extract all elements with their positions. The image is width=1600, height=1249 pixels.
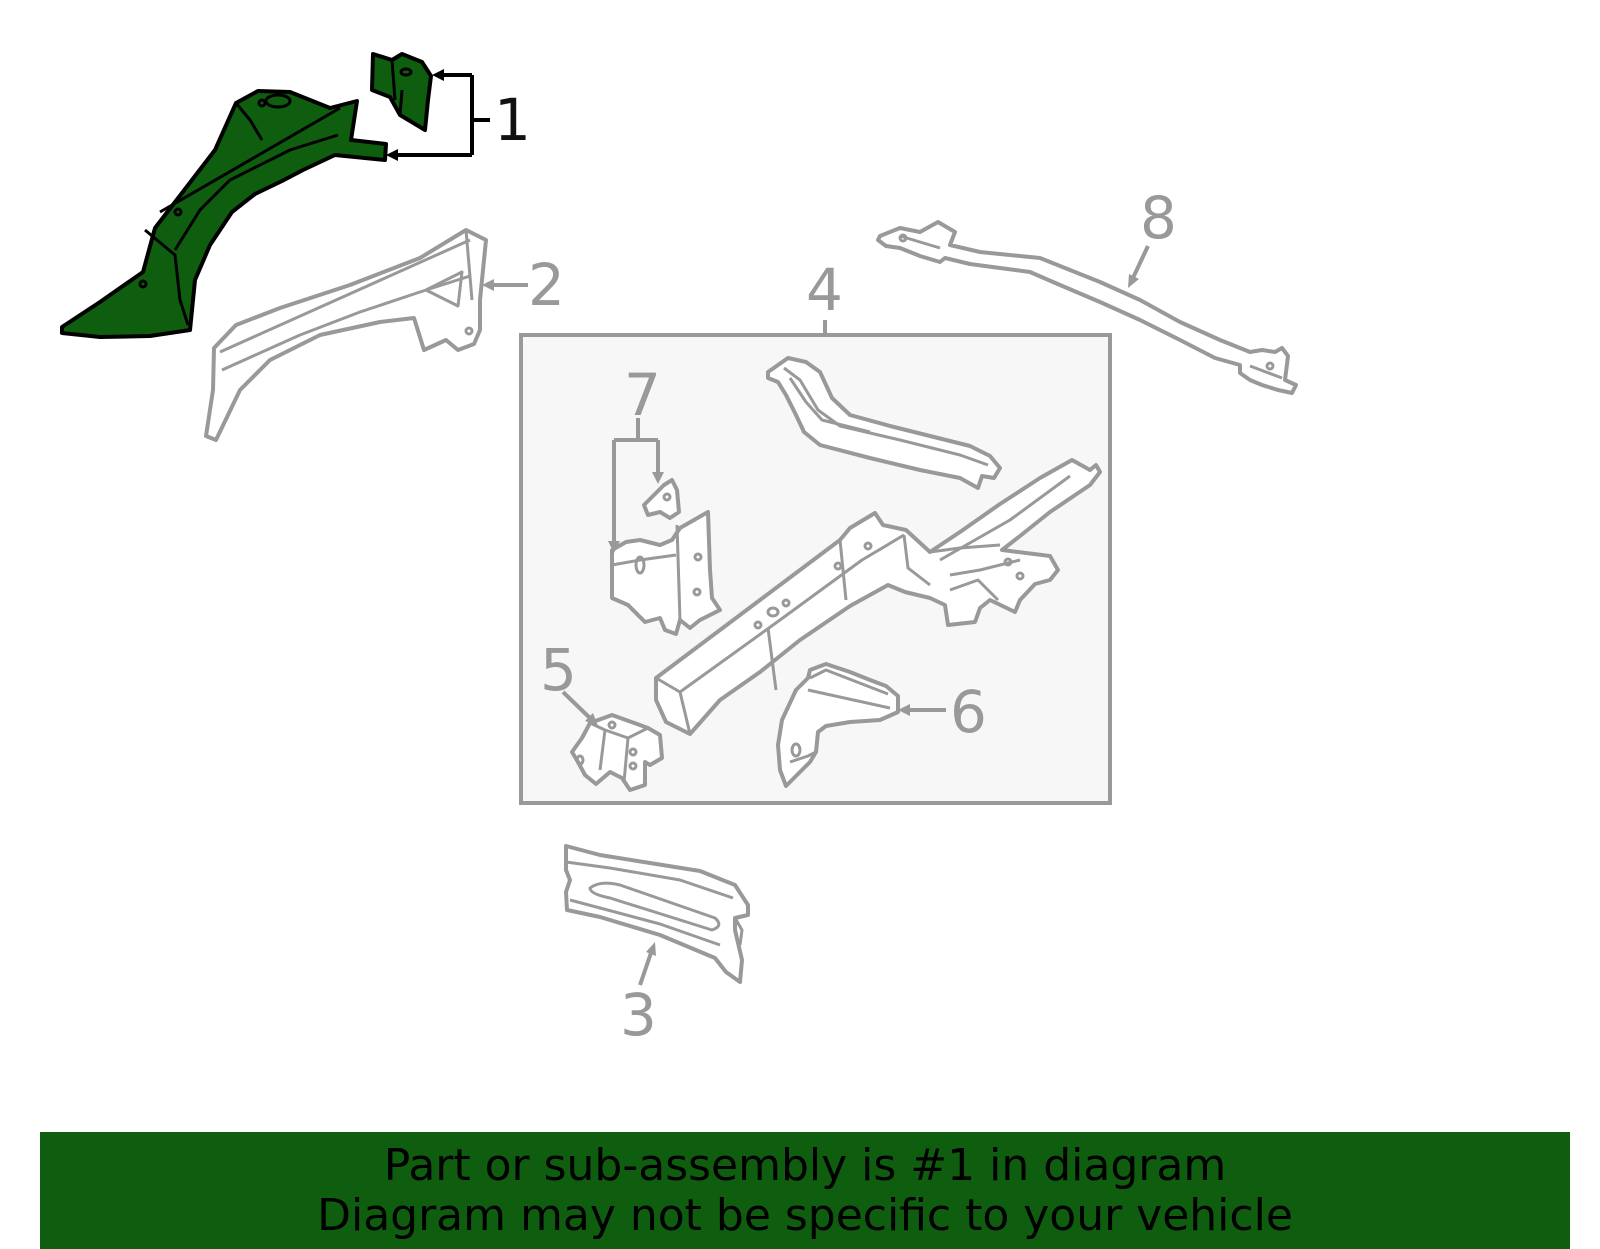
leader-6 bbox=[898, 704, 946, 716]
callout-8[interactable]: 8 bbox=[1140, 184, 1177, 252]
callout-6[interactable]: 6 bbox=[950, 678, 987, 746]
leader-2 bbox=[482, 279, 528, 291]
part-1[interactable] bbox=[60, 52, 433, 339]
part-4-main-rail[interactable] bbox=[654, 458, 1102, 736]
part-5[interactable] bbox=[570, 713, 664, 792]
callout-2[interactable]: 2 bbox=[528, 251, 565, 319]
part-8[interactable] bbox=[876, 220, 1298, 395]
callout-7[interactable]: 7 bbox=[624, 361, 661, 429]
leader-7 bbox=[608, 418, 664, 553]
part-7[interactable] bbox=[610, 478, 722, 636]
callout-1[interactable]: 1 bbox=[494, 86, 531, 154]
banner-line-2: Diagram may not be specific to your vehi… bbox=[317, 1189, 1293, 1241]
leader-1 bbox=[386, 69, 490, 161]
info-banner: Part or sub-assembly is #1 in diagram Di… bbox=[40, 1132, 1570, 1249]
banner-line-1: Part or sub-assembly is #1 in diagram bbox=[383, 1139, 1227, 1191]
part-6[interactable] bbox=[776, 662, 900, 788]
part-3[interactable] bbox=[564, 844, 750, 984]
leader-5 bbox=[561, 690, 598, 726]
callout-5[interactable]: 5 bbox=[540, 636, 577, 704]
part-2[interactable] bbox=[204, 228, 488, 442]
part-4-upper-rail[interactable] bbox=[766, 356, 1002, 490]
callout-4[interactable]: 4 bbox=[806, 256, 843, 324]
leader-3 bbox=[638, 942, 656, 986]
leader-8 bbox=[1128, 245, 1150, 288]
callout-3[interactable]: 3 bbox=[620, 981, 657, 1049]
